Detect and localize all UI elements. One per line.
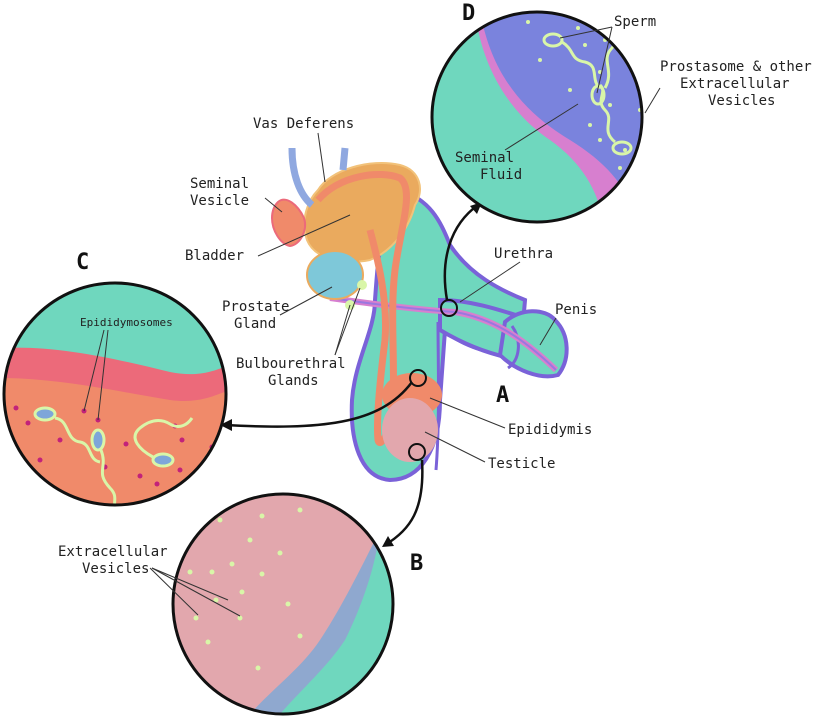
epididymis-callout-marker (409, 369, 427, 387)
seminal-vesicle-shape (270, 198, 306, 248)
testicle-shape (382, 398, 438, 462)
arrow-to-c (224, 381, 414, 428)
arrow-to-d (443, 203, 479, 301)
label-vas-deferens: Vas Deferens (253, 116, 354, 132)
label-prostasome-3: Vesicles (708, 93, 775, 109)
label-seminal-vesicle-2: Vesicle (190, 193, 249, 209)
inset-b (171, 492, 395, 716)
label-prostasome-2: Extracellular (680, 76, 790, 92)
label-seminal-fluid-2: Fluid (480, 167, 522, 183)
glans-line (507, 325, 520, 370)
prostate-shape (306, 250, 364, 300)
label-sperm: Sperm (614, 14, 656, 30)
arrow-head-b (382, 536, 394, 547)
label-urethra: Urethra (494, 246, 553, 262)
labels: Vas Deferens Seminal Vesicle Bladder Pro… (58, 1, 812, 577)
label-ev-1: Extracellular (58, 544, 168, 560)
inset-c (2, 281, 228, 507)
label-bulbourethral-2: Glands (268, 373, 319, 389)
panel-letter-a: A (496, 383, 509, 408)
label-seminal-vesicle-1: Seminal (190, 176, 249, 192)
inset-d (430, 10, 644, 224)
label-prostasome-1: Prostasome & other (660, 59, 812, 75)
label-bulbourethral-1: Bulbourethral (236, 356, 346, 372)
label-epididymis: Epididymis (508, 422, 592, 438)
panel-letter-d: D (462, 1, 475, 26)
label-epididymosomes: Epididymosomes (80, 316, 173, 329)
bulbourethral-gland-1 (357, 280, 367, 290)
vas-deferens-left (288, 147, 315, 208)
urethra-callout-marker (440, 299, 458, 317)
testicle-callout-marker (408, 443, 426, 461)
label-prostate-2: Gland (234, 316, 276, 332)
label-seminal-fluid-1: Seminal (455, 150, 514, 166)
label-ev-2: Vesicles (82, 561, 149, 577)
arrow-to-b (384, 459, 424, 547)
leader-lines (83, 26, 661, 617)
label-bladder: Bladder (185, 248, 244, 264)
label-penis: Penis (555, 302, 597, 318)
label-prostate-1: Prostate (222, 299, 289, 315)
label-testicle: Testicle (488, 456, 555, 472)
arrow-head-c (220, 419, 232, 431)
panel-letter-b: B (410, 551, 423, 576)
vas-deferens-right (339, 147, 349, 171)
panel-letter-c: C (76, 250, 89, 275)
arrows (220, 202, 482, 547)
